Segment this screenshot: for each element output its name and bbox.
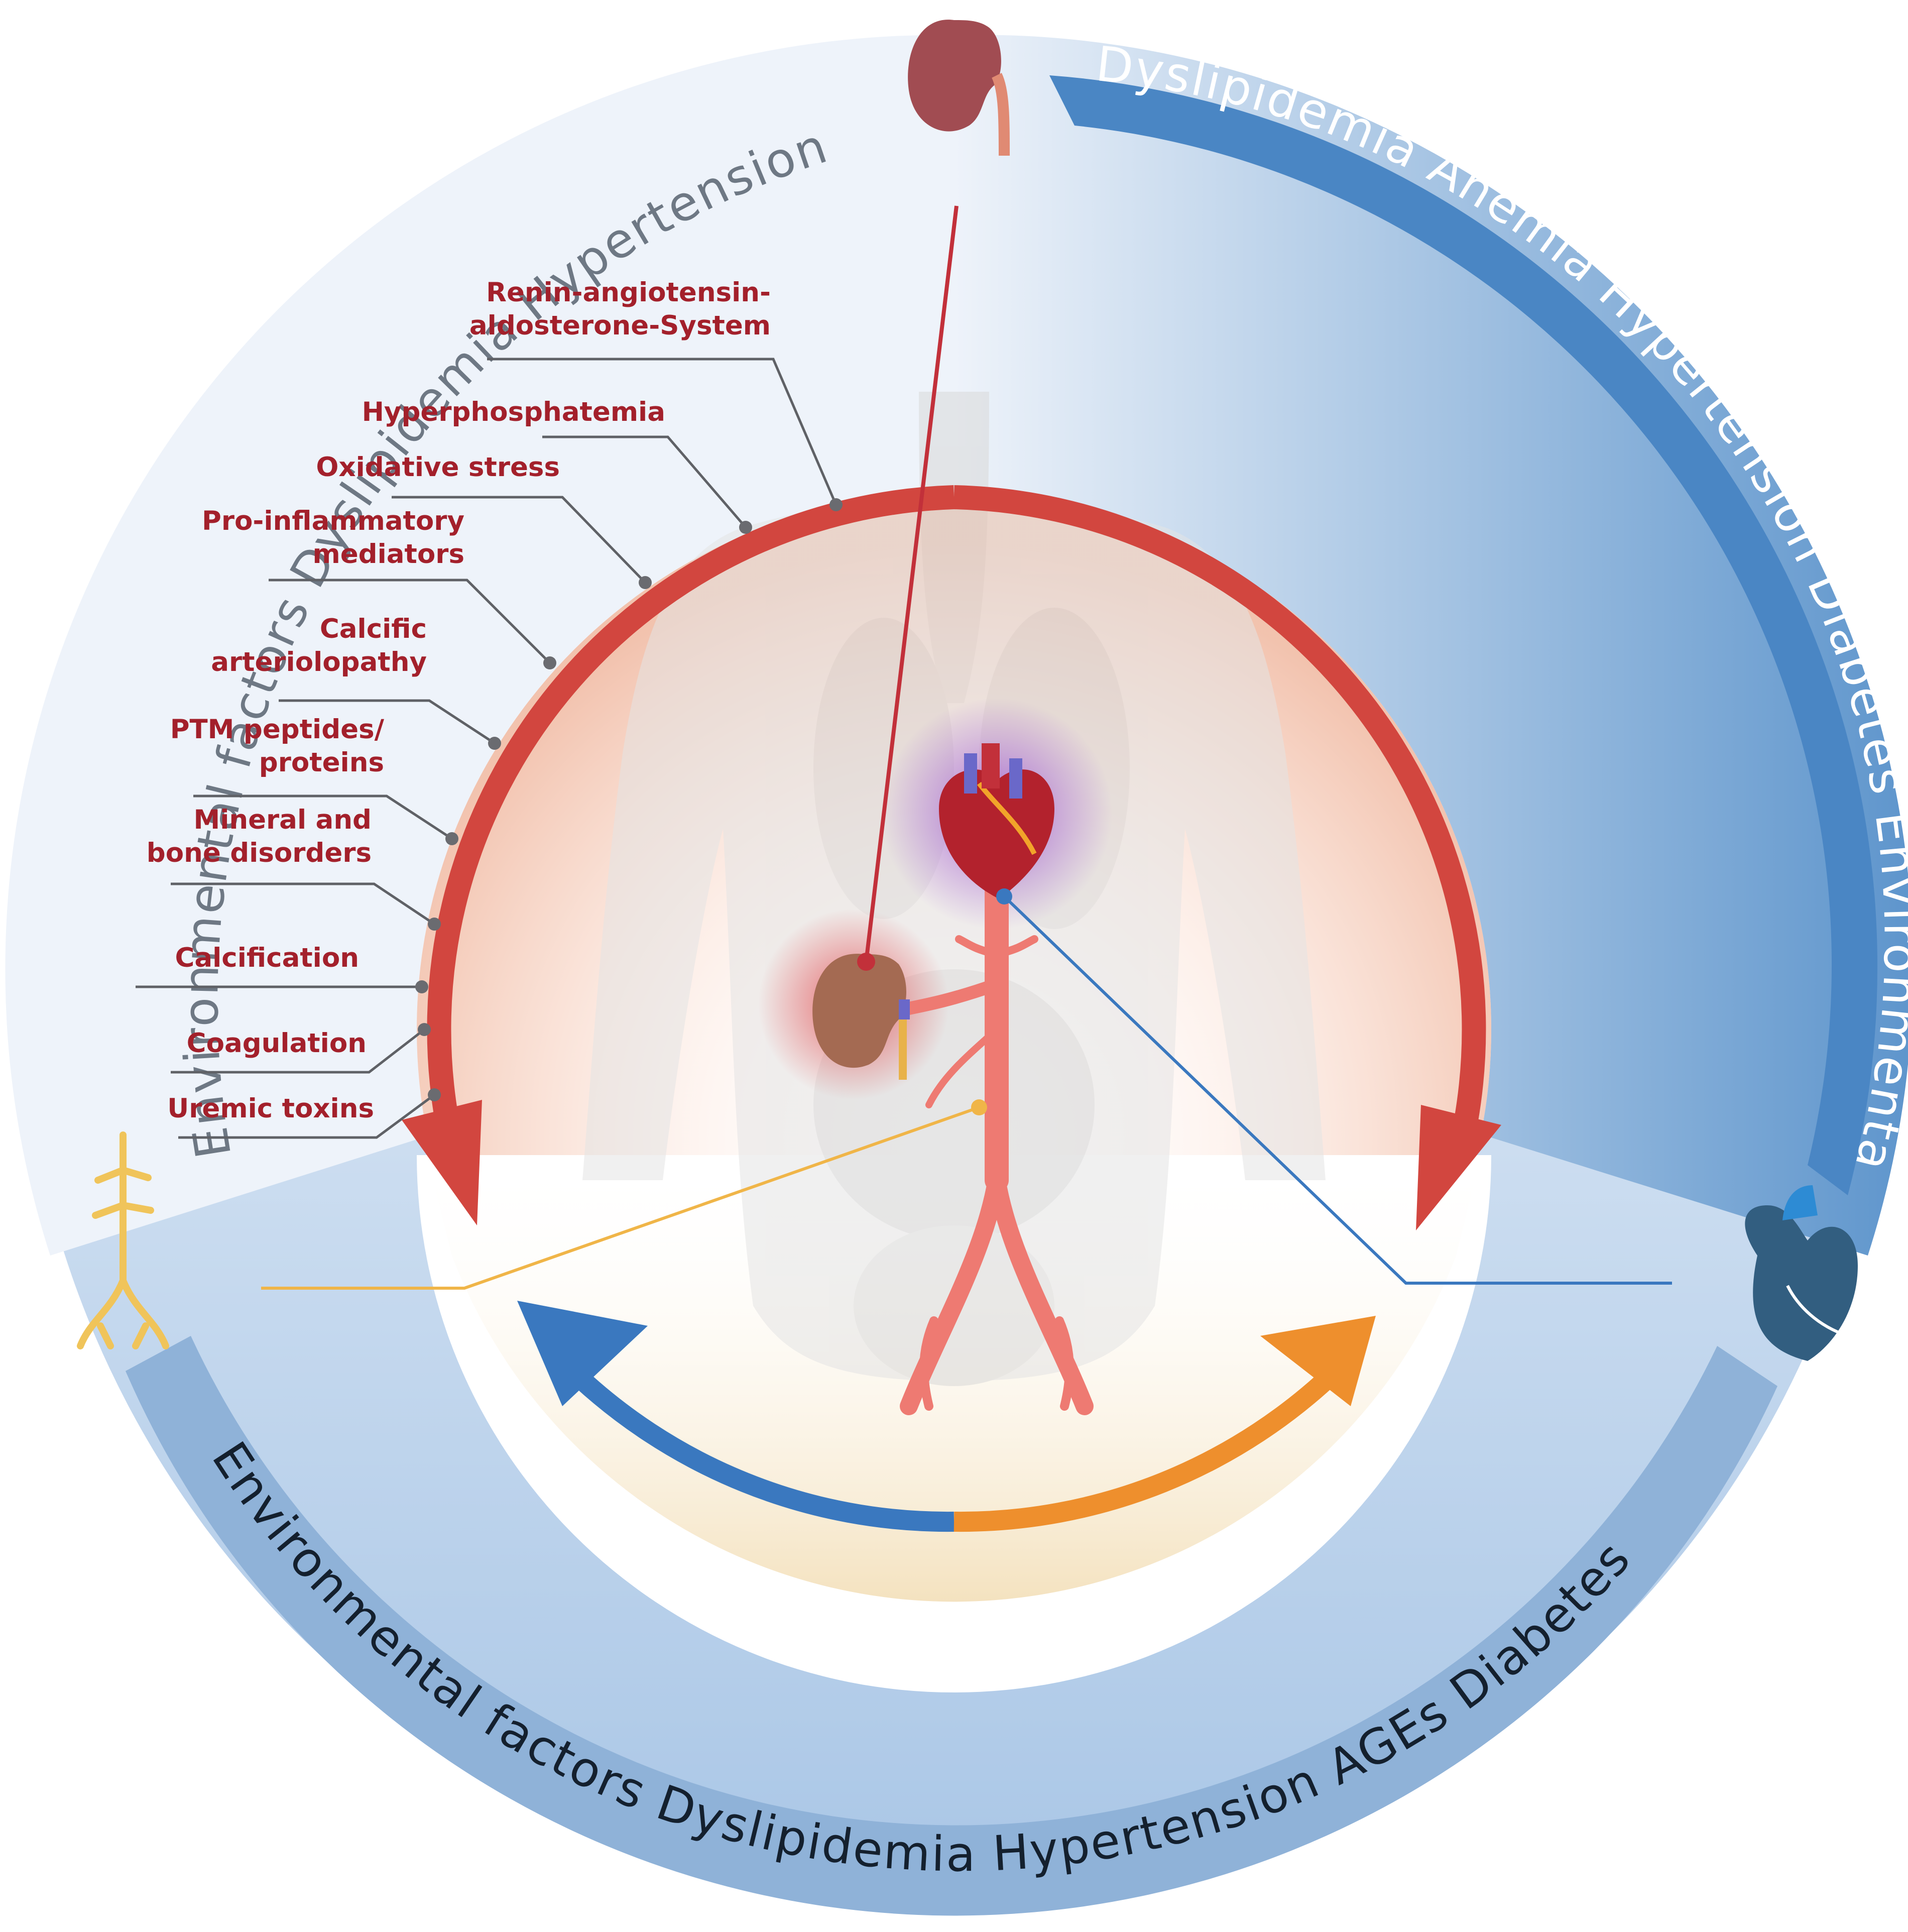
left-leader-3 [269,579,551,664]
left-leader-3-dot [543,656,556,669]
bottom-orange-arrow [953,1316,1376,1532]
left-leader-4 [279,699,496,745]
left-leader-9-dot [428,1088,441,1101]
left-leader-7-dot [415,980,428,993]
left-red-arrow [402,485,955,1225]
bottom-blue-arrow [517,1301,955,1532]
left-leader-0-dot [829,498,843,511]
left-leader-1-dot [739,521,752,534]
left-leader-6 [171,882,435,926]
nerve-icon [77,1131,169,1349]
left-leader-2 [392,496,646,584]
left-label-1: Hyperphosphatemia [362,397,665,427]
heart-connector [1003,895,1672,1285]
left-leader-1 [542,435,747,528]
left-label-9: Uremic toxins [167,1093,374,1124]
left-leader-9 [178,1093,435,1139]
left-leader-6-dot [428,918,441,931]
left-label-2: Oxidative stress [316,452,560,483]
left-leader-0 [487,358,838,505]
bottom-ring-band [126,1336,1777,1916]
kidney-organ-icon [812,954,910,1080]
left-label-0: Renin-angiotensin-aldosterone-System [469,277,771,341]
aorta-icon [897,852,1094,1415]
left-leader-8-dot [418,1023,431,1036]
heart-connector-dot [996,888,1012,904]
left-leader-5-dot [445,832,458,845]
left-leader-2-dot [639,576,652,589]
left-leader-8 [171,1029,425,1074]
kidney-connector-dot [857,953,875,971]
heart-icon [1745,1185,1858,1361]
nerve-connector-dot [971,1099,987,1115]
kidney-icon [908,20,1010,156]
left-label-7: Calcification [175,943,359,973]
kidney-connector [864,205,959,962]
left-label-8: Coagulation [187,1028,367,1059]
nerve-connector [261,1106,980,1290]
left-label-group: Renin-angiotensin-aldosterone-SystemHype… [136,277,843,1139]
left-leader-4-dot [488,737,501,750]
left-label-5: PTM peptides/proteins [170,714,385,778]
heart-organ-icon [939,743,1054,899]
left-leader-5 [193,794,453,840]
right-red-arrow [953,485,1501,1230]
